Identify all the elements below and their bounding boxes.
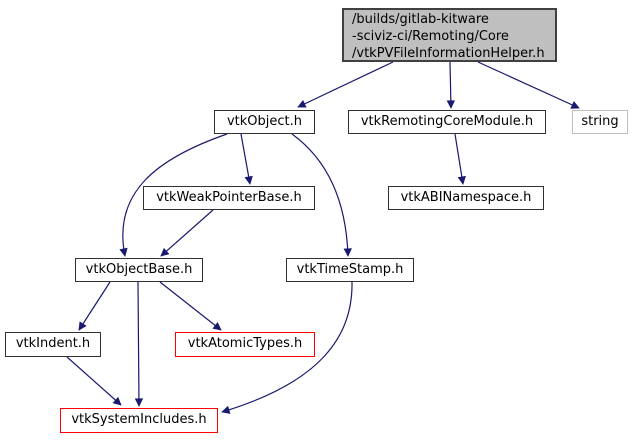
edge-vtkobject-to-vtkobjectbase: [119, 133, 228, 257]
edge-vtkobjectbase-to-vtksystemincludes: [134, 281, 144, 407]
edge-vtkindent-to-vtksystemincludes: [66, 356, 122, 406]
node-vtkindent-h[interactable]: vtkIndent.h: [5, 332, 101, 357]
edge-vtkweakpointerbase-to-vtkobjectbase: [160, 209, 214, 257]
edge-root-to-vtkobject: [297, 61, 394, 108]
node-string: string: [572, 110, 628, 134]
edge-vtkobject-to-vtkweakpointerbase: [240, 133, 253, 185]
edge-root-to-vtkremotingcoremodule: [446, 61, 456, 109]
node-current-file-vtkpvfileinformationhelper: /builds/gitlab-kitware -sciviz-ci/Remoti…: [342, 8, 557, 62]
node-vtkobjectbase-h[interactable]: vtkObjectBase.h: [75, 258, 203, 282]
node-vtkatomictypes-h[interactable]: vtkAtomicTypes.h: [175, 332, 315, 357]
node-vtksystemincludes-h[interactable]: vtkSystemIncludes.h: [60, 408, 218, 433]
edge-root-to-string: [477, 61, 580, 109]
edge-vtkobjectbase-to-vtkatomictypes: [159, 281, 222, 331]
edge-vtkobject-to-vtktimestamp: [291, 133, 352, 257]
edge-vtkremotingcoremodule-to-vtkabinamespace: [454, 133, 466, 185]
node-vtkremotingcoremodule-h[interactable]: vtkRemotingCoreModule.h: [348, 110, 546, 134]
edge-vtktimestamp-to-vtksystemincludes: [221, 281, 353, 414]
node-vtkobject-h[interactable]: vtkObject.h: [214, 110, 315, 134]
edge-vtkobjectbase-to-vtkindent: [78, 281, 111, 331]
node-vtkabinamespace-h[interactable]: vtkABINamespace.h: [388, 186, 544, 210]
node-vtkweakpointerbase-h[interactable]: vtkWeakPointerBase.h: [143, 186, 315, 210]
node-vtktimestamp-h[interactable]: vtkTimeStamp.h: [286, 258, 414, 282]
